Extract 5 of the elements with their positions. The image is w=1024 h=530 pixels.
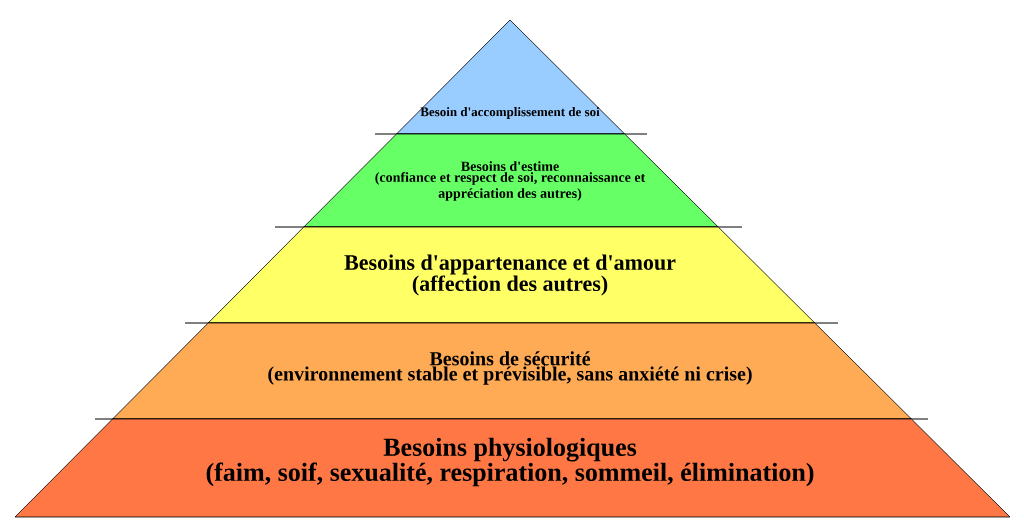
- pyramid-level: Besoin d'accomplissement de soi: [396, 19, 626, 135]
- pyramid-level: Besoins de sécurité (environnement stable et prévisible, sans anxiété ni crise): [112, 322, 912, 420]
- pyramid-level: Besoins d'estime (confiance et respect de soi, reconnaissance et appréciation des autres): [303, 133, 719, 228]
- pyramid-level: Besoins physiologiques (faim, soif, sexualité, respiration, sommeil, élimination): [14, 418, 1011, 518]
- pyramid-level: Besoins d'appartenance et d'amour (affection des autres): [207, 226, 816, 324]
